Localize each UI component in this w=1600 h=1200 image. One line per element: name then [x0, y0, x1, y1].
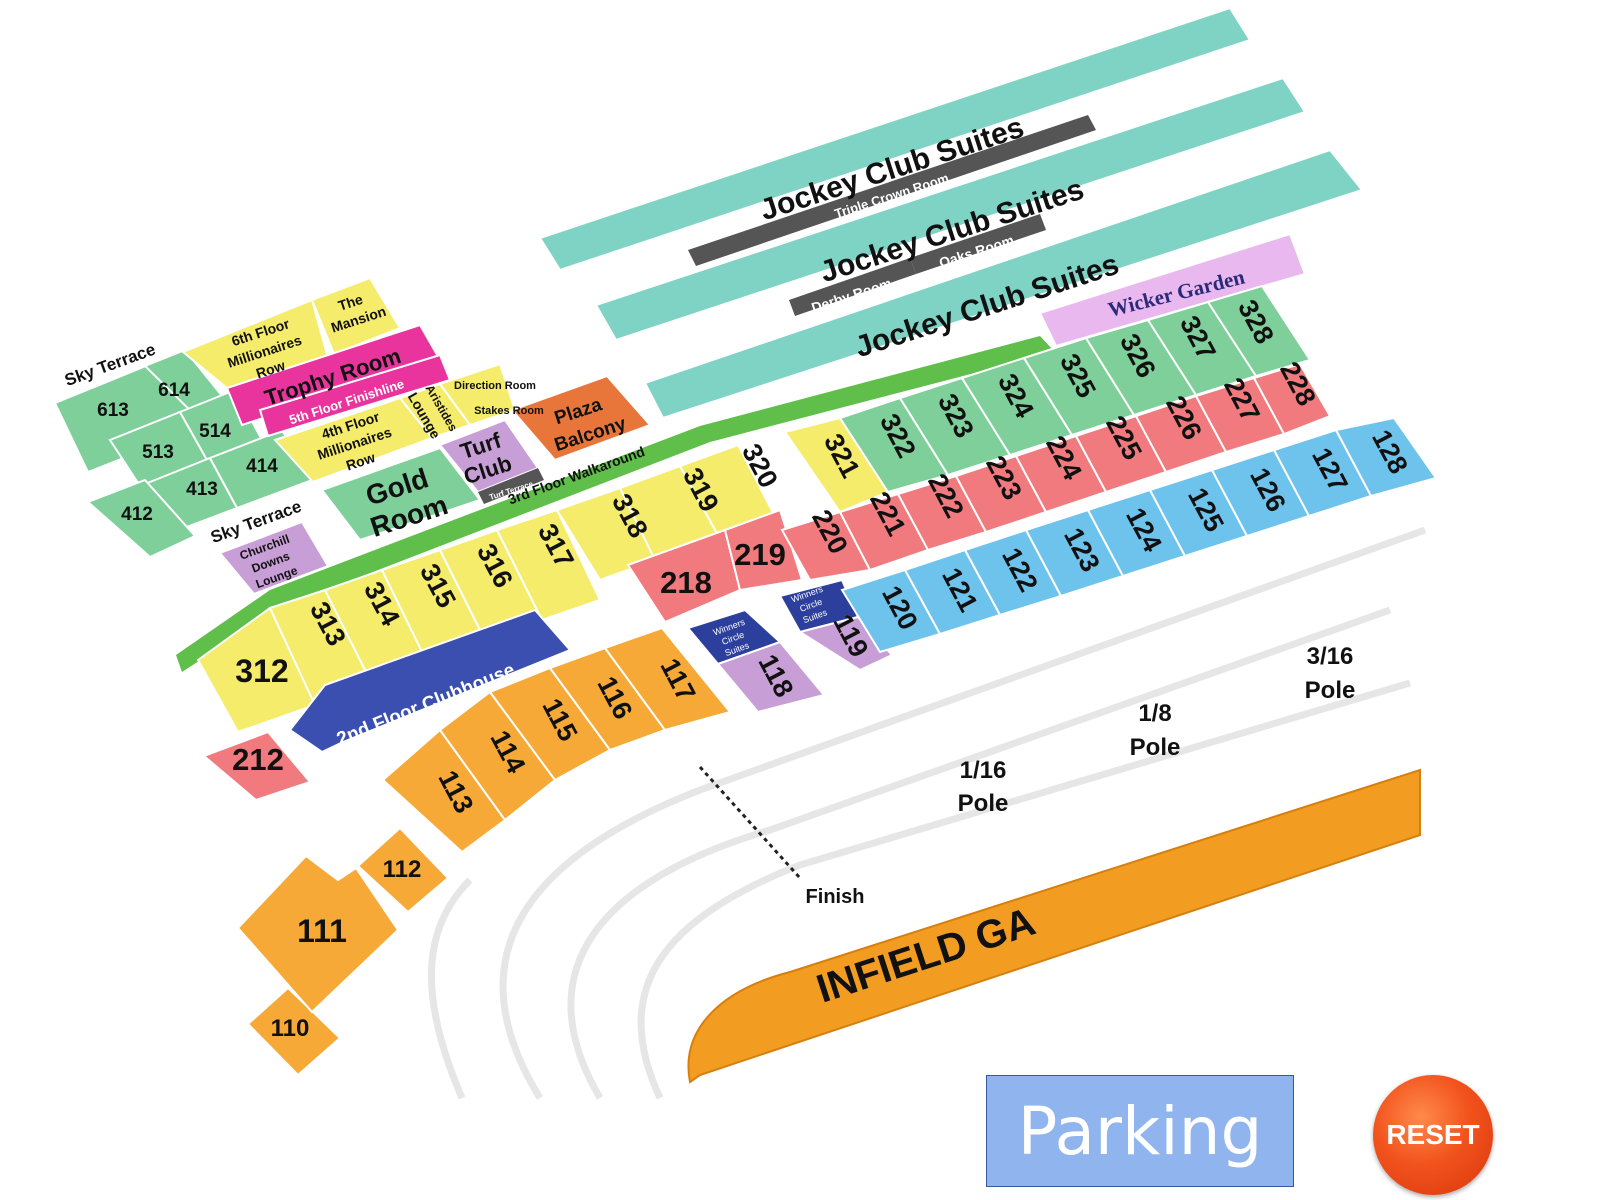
section-shape [176, 336, 1055, 672]
plaza-balcony[interactable] [510, 374, 652, 462]
jockey-club-suites-middle[interactable] [594, 76, 1307, 342]
third-floor-walkaround[interactable] [176, 336, 1055, 672]
parking-button[interactable]: Parking [986, 1075, 1294, 1187]
wicker-garden[interactable] [1038, 232, 1307, 348]
track-rail-4 [428, 877, 473, 1100]
infield-ga[interactable] [687, 768, 1421, 1084]
section-shape [202, 730, 312, 802]
reset-label: RESET [1386, 1119, 1480, 1150]
section-212[interactable] [202, 730, 312, 802]
section-shape [236, 854, 400, 1014]
section-shape [643, 148, 1364, 420]
churchill-downs-lounge[interactable] [218, 520, 330, 596]
finish-line [698, 765, 802, 880]
label-212: 212 [232, 742, 284, 777]
label-finish: Finish [806, 886, 865, 908]
section-228[interactable] [1252, 362, 1332, 436]
section-shape [218, 520, 330, 596]
the-mansion[interactable] [310, 276, 402, 356]
label-413: 413 [186, 479, 218, 500]
label-pole-18-b: Pole [1130, 734, 1181, 761]
label-pole-316-b: Pole [1305, 677, 1356, 704]
label-414: 414 [246, 456, 278, 477]
label-pole-18-a: 1/8 [1138, 700, 1171, 727]
label-514: 514 [199, 421, 231, 442]
level-300 [196, 284, 1312, 734]
turf-terrace[interactable] [478, 468, 544, 504]
label-mansion-1: The [336, 291, 365, 314]
level-100 [236, 416, 1438, 1077]
section-118[interactable] [716, 640, 826, 714]
section-shape [320, 446, 482, 542]
section-shape [910, 214, 1046, 274]
section-shape [495, 508, 602, 622]
label-pole-316-a: 3/16 [1307, 643, 1354, 670]
triple-crown-room[interactable] [688, 115, 1096, 266]
jockey-club-suites-bottom[interactable] [643, 148, 1364, 420]
parking-label: Parking [1017, 1092, 1263, 1170]
section-shape [594, 76, 1307, 342]
section-111[interactable] [236, 854, 400, 1014]
section-shape [603, 626, 732, 732]
label-stakes-room: Stakes Room [474, 405, 544, 417]
section-128[interactable] [1334, 416, 1438, 498]
section-112[interactable] [356, 826, 450, 914]
track-rail-1 [499, 526, 1427, 1100]
label-direction-room: Direction Room [454, 380, 536, 392]
label-312: 312 [235, 653, 288, 689]
label-412: 412 [121, 504, 153, 525]
track-rail-2 [567, 606, 1392, 1100]
label-pole-116-b: Pole [958, 790, 1009, 817]
section-shape [688, 115, 1096, 266]
section-shape [288, 608, 572, 754]
section-shape [1334, 416, 1438, 498]
label-613: 613 [97, 400, 129, 421]
section-110[interactable] [246, 986, 342, 1077]
section-shape [478, 468, 544, 504]
section-shape [510, 374, 652, 462]
section-shape [538, 6, 1252, 272]
label-513: 513 [142, 442, 174, 463]
section-317[interactable] [495, 508, 602, 622]
section-shape [1206, 284, 1312, 378]
section-shape [687, 768, 1421, 1084]
label-112: 112 [383, 856, 422, 883]
section-shape [356, 826, 450, 914]
label-614: 614 [158, 380, 190, 401]
level-200 [202, 362, 1332, 802]
label-111: 111 [297, 913, 347, 949]
label-218: 218 [660, 565, 712, 600]
label-219: 219 [734, 537, 786, 572]
second-floor-clubhouse[interactable] [288, 608, 572, 754]
label-pole-116-a: 1/16 [960, 757, 1007, 784]
section-shape [86, 478, 197, 559]
reset-button[interactable]: RESET [1373, 1075, 1493, 1195]
section-shape [1252, 362, 1332, 436]
section-shape [310, 276, 402, 356]
section-shape [246, 986, 342, 1077]
section-328[interactable] [1206, 284, 1312, 378]
jockey-club-suites-top[interactable] [538, 6, 1252, 272]
section-shape [1038, 232, 1307, 348]
label-110: 110 [271, 1015, 310, 1042]
oaks-room[interactable] [910, 214, 1046, 274]
section-117[interactable] [603, 626, 732, 732]
section-shape [716, 640, 826, 714]
track-rail-3 [637, 679, 1412, 1100]
derby-room[interactable] [789, 258, 916, 316]
section-412[interactable] [86, 478, 197, 559]
track [428, 526, 1427, 1100]
gold-room[interactable] [320, 446, 482, 542]
section-shape [789, 258, 916, 316]
